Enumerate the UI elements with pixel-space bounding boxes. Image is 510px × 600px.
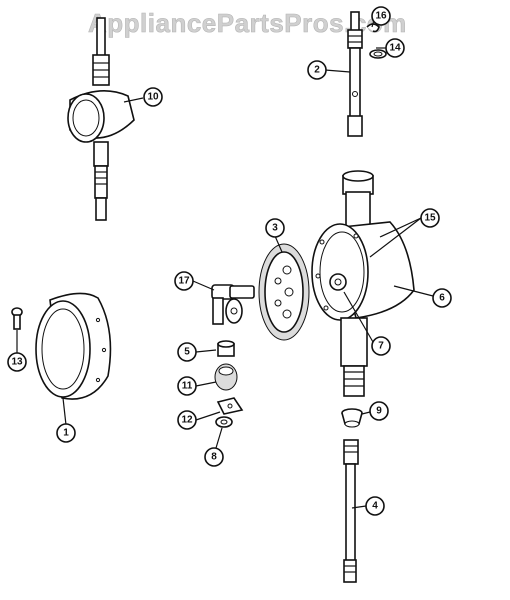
svg-text:13: 13 — [11, 357, 23, 368]
svg-text:5: 5 — [184, 347, 190, 358]
callout-3: 3 — [265, 218, 285, 238]
part-17-crank-yoke[interactable] — [211, 284, 255, 325]
callout-12: 12 — [177, 410, 197, 430]
part-2-upper-shaft[interactable] — [347, 11, 363, 137]
svg-text:15: 15 — [424, 213, 436, 224]
callout-5: 5 — [177, 342, 197, 362]
svg-text:16: 16 — [375, 11, 387, 22]
callout-13: 13 — [7, 352, 27, 372]
svg-text:1: 1 — [63, 428, 69, 439]
callout-7: 7 — [371, 336, 391, 356]
svg-text:4: 4 — [372, 501, 378, 512]
leader-lines — [16, 19, 434, 509]
callout-17: 17 — [174, 271, 194, 291]
callout-1: 1 — [56, 423, 76, 443]
part-4-lower-shaft[interactable] — [343, 439, 359, 583]
callout-16: 16 — [371, 6, 391, 26]
part-12-plate[interactable] — [216, 397, 244, 415]
callout-2: 2 — [307, 60, 327, 80]
callout-4: 4 — [365, 496, 385, 516]
part-9-seal-cap[interactable] — [341, 408, 363, 428]
svg-text:8: 8 — [211, 452, 217, 463]
callout-8: 8 — [204, 447, 224, 467]
svg-text:14: 14 — [389, 43, 401, 54]
part-6-gearcase-housing[interactable] — [311, 170, 415, 397]
svg-text:6: 6 — [439, 293, 445, 304]
svg-text:2: 2 — [314, 65, 320, 76]
svg-text:10: 10 — [147, 92, 159, 103]
callout-14: 14 — [385, 38, 405, 58]
svg-text:17: 17 — [178, 276, 190, 287]
svg-text:9: 9 — [376, 406, 382, 417]
callout-9: 9 — [369, 401, 389, 421]
part-3-gear[interactable] — [258, 243, 310, 341]
part-13-screw[interactable] — [11, 307, 23, 330]
svg-text:7: 7 — [378, 341, 384, 352]
svg-text:3: 3 — [272, 223, 278, 234]
svg-text:12: 12 — [181, 415, 193, 426]
callout-15: 15 — [420, 208, 440, 228]
part-16-clip[interactable] — [366, 23, 380, 33]
part-11-pinion-gear[interactable] — [214, 363, 238, 391]
part-10-shaft-drum[interactable] — [67, 17, 135, 221]
callout-10: 10 — [143, 87, 163, 107]
part-5-bushing[interactable] — [217, 340, 235, 357]
part-1-seal[interactable] — [35, 292, 112, 400]
callout-6: 6 — [432, 288, 452, 308]
callout-11: 11 — [177, 376, 197, 396]
svg-text:11: 11 — [182, 381, 193, 392]
part-8-washer[interactable] — [215, 416, 233, 428]
part-14-ring[interactable] — [369, 49, 387, 59]
